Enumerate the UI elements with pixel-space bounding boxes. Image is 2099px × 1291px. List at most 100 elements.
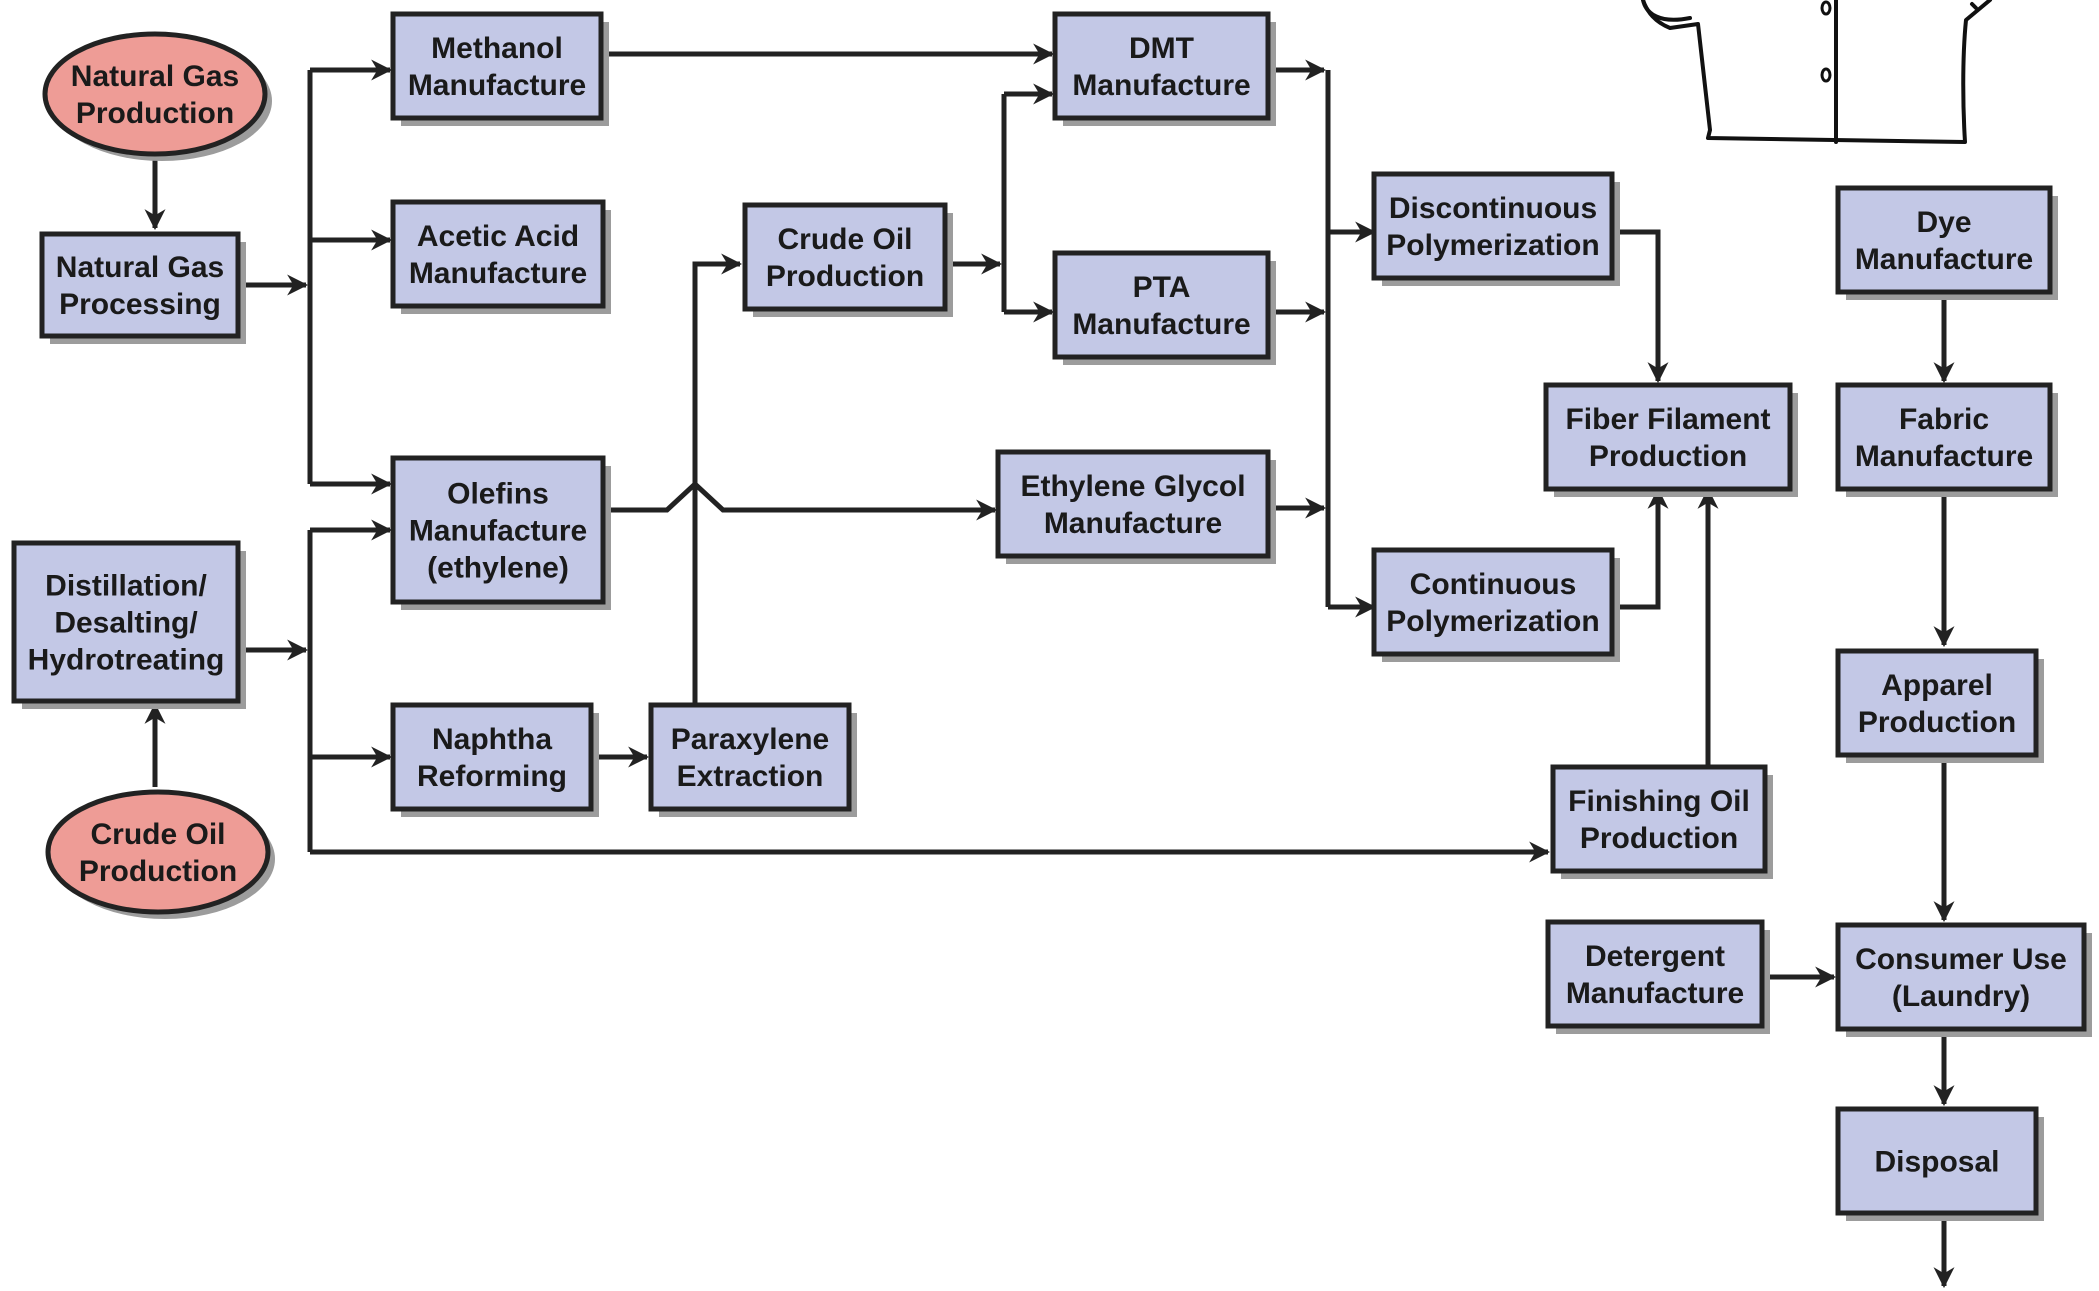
node-label-line: PTA (1133, 271, 1191, 304)
node-box (1052, 250, 1271, 360)
node-label-line: Polymerization (1386, 605, 1599, 638)
node-box (1550, 764, 1768, 874)
node-label-line: Manufacture (409, 515, 587, 548)
node-label-line: Production (766, 260, 924, 293)
flow-connectors (144, 43, 1955, 1289)
node-label-line: (Laundry) (1892, 980, 2030, 1013)
node-label-line: Finishing Oil (1568, 785, 1750, 818)
node-label-line: Apparel (1881, 669, 1993, 702)
node-label-line: Distillation/ (45, 570, 207, 603)
node-label-line: Fiber Filament (1565, 403, 1770, 436)
node-label-line: Polymerization (1386, 229, 1599, 262)
node-label-line: Acetic Acid (417, 220, 579, 253)
node-label-line: Manufacture (408, 69, 586, 102)
node-label: DMT Manufacture (1072, 32, 1250, 102)
node-label-line: Processing (59, 288, 221, 321)
shirt-button (1820, 0, 1832, 16)
node-box (390, 199, 606, 309)
node-box (648, 702, 852, 812)
node-label-line: Consumer Use (1855, 943, 2067, 976)
node-box (390, 455, 606, 605)
node-label: Consumer Use (Laundry) (1855, 943, 2067, 1013)
node-label-line: Fabric (1899, 403, 1989, 436)
node-label-line: Production (1580, 822, 1738, 855)
node-box (1835, 1106, 2039, 1216)
node-label-line: Production (76, 97, 234, 130)
node-label-line: Disposal (1874, 1146, 1999, 1179)
node-label-line: Naphtha (432, 723, 552, 756)
node-label-line: Paraxylene (671, 723, 829, 756)
node-box (1835, 922, 2087, 1032)
node-box (1371, 547, 1615, 657)
node-box (1052, 11, 1271, 121)
node-label-line: Manufacture (1072, 308, 1250, 341)
node-label-line: Desalting/ (54, 607, 198, 640)
node-box (390, 702, 594, 812)
node-label-line: Production (1858, 706, 2016, 739)
node-box (11, 540, 241, 704)
node-consumer-use: Consumer Use (Laundry) (1835, 922, 2092, 1037)
node-label-line: Manufacture (1072, 69, 1250, 102)
node-dmt-manufacture: DMT Manufacture (1052, 11, 1276, 126)
shirt-cuff-mark (1970, 2, 1978, 10)
shirt-outline (1641, 0, 1992, 144)
node-box (1543, 382, 1793, 492)
node-label-line: (ethylene) (427, 552, 569, 585)
node-box (995, 449, 1271, 559)
node-label: Disposal (1874, 1146, 1999, 1179)
node-box (742, 202, 948, 312)
node-label-line: Methanol (431, 32, 563, 65)
node-label: Distillation/Desalting/Hydrotreating (28, 570, 225, 677)
connector-discontinuous-to-fiber (1613, 229, 1669, 384)
node-box (1835, 185, 2053, 295)
node-label-line: Ethylene Glycol (1020, 470, 1245, 503)
node-label-line: Hydrotreating (28, 644, 225, 677)
node-label-line: DMT (1129, 32, 1194, 65)
node-box (390, 11, 604, 121)
node-label-line: Extraction (677, 760, 824, 793)
connector-continuous-to-fiber (1613, 487, 1669, 610)
node-oval (45, 789, 271, 915)
node-label-line: Discontinuous (1389, 192, 1597, 225)
node-label-line: Manufacture (1044, 507, 1222, 540)
node-box (39, 231, 241, 339)
node-distillation: Distillation/Desalting/Hydrotreating (11, 540, 246, 709)
connector-paraxylene-to-crudeoil (692, 253, 743, 705)
node-label-line: Manufacture (1855, 243, 2033, 276)
connector-olefins-to-ethylene-glycol (602, 480, 998, 521)
node-box (1835, 382, 2053, 492)
node-box (1545, 919, 1765, 1029)
node-label-line: Detergent (1585, 940, 1725, 973)
